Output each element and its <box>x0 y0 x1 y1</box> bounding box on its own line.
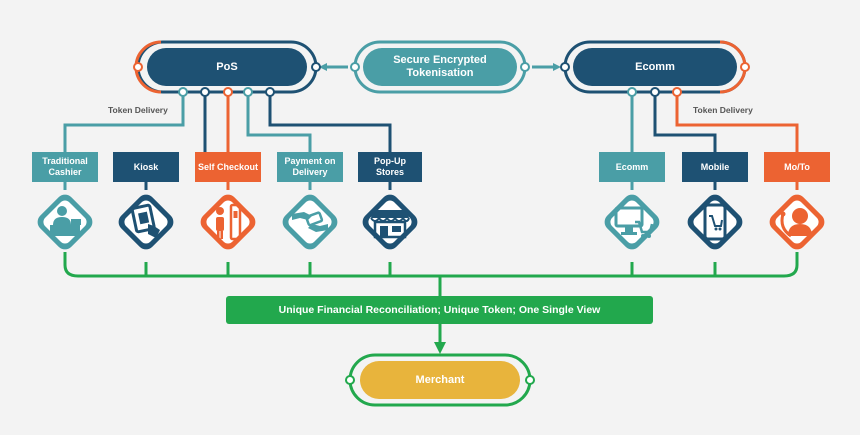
channel-node-payment-handover <box>282 194 338 250</box>
computer-cart-icon <box>614 206 654 238</box>
phone-operator-icon <box>780 208 812 238</box>
reconciliation-banner: Unique Financial Reconciliation; Unique … <box>226 296 653 324</box>
channel-node-self-checkout <box>200 194 256 250</box>
tokenisation-hub: Secure Encrypted Tokenisation <box>363 48 517 86</box>
left-token-delivery-note: Token Delivery <box>108 105 168 115</box>
channel-node-kiosk <box>118 194 174 250</box>
ecomm-hub: Ecomm <box>573 48 737 86</box>
channel-node-computer-cart <box>604 194 660 250</box>
channel-tag-payment-on-delivery: Payment on Delivery <box>277 152 343 182</box>
channel-node-cashier <box>37 194 93 250</box>
channel-tag-self-checkout: Self Checkout <box>195 152 261 182</box>
channel-node-phone-operator <box>769 194 825 250</box>
mobile-cart-icon <box>703 203 727 241</box>
channel-tag-pop-up-stores: Pop-Up Stores <box>358 152 422 182</box>
channel-tag-kiosk: Kiosk <box>113 152 179 182</box>
cashier-icon <box>50 206 81 236</box>
right-token-delivery-note: Token Delivery <box>693 105 753 115</box>
storefront-icon <box>370 210 410 239</box>
payment-handover-icon <box>292 211 328 232</box>
channel-tag-ecomm: Ecomm <box>599 152 665 182</box>
merchant-hub: Merchant <box>360 361 520 399</box>
self-checkout-icon <box>216 203 242 241</box>
channel-node-mobile-cart <box>687 194 743 250</box>
channel-tag-mo-to: Mo/To <box>764 152 830 182</box>
pos-hub: PoS <box>147 48 307 86</box>
channel-node-storefront <box>362 194 418 250</box>
kiosk-icon <box>130 203 160 238</box>
channel-tag-traditional-cashier: Traditional Cashier <box>32 152 98 182</box>
channel-tag-mobile: Mobile <box>682 152 748 182</box>
